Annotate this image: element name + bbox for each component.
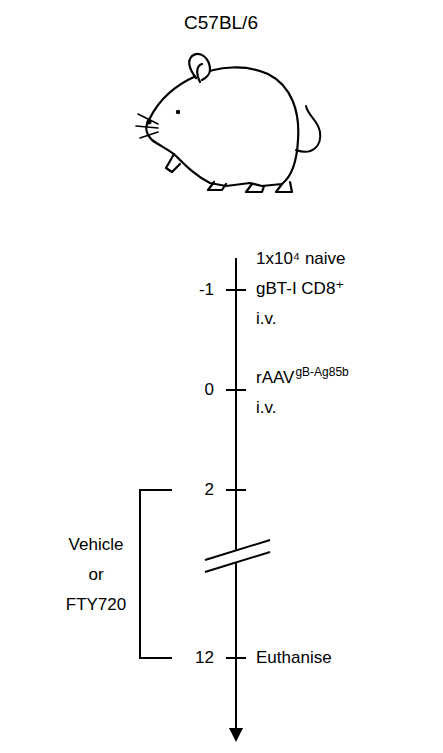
time-point: -1 [199,280,214,300]
time-point: 12 [195,648,214,668]
strain-title: C57BL/6 [184,12,258,34]
axis-break [205,540,270,572]
vector-antigen-superscript: gB-Ag85b [295,365,348,379]
treatment-bracket [140,490,172,658]
treatment-label: Vehicle or FTY720 [61,530,131,620]
route-note: i.v. [256,398,276,418]
cell-transfer-note: 1x10⁴ naive gBT-I CD8⁺ i.v. [256,244,351,334]
time-point: 2 [205,480,214,500]
endpoint-label: Euthanise [256,648,332,668]
time-axis [226,258,246,742]
mouse-illustration [136,54,320,192]
vector-name: rAAV [256,368,294,388]
time-point: 0 [205,380,214,400]
